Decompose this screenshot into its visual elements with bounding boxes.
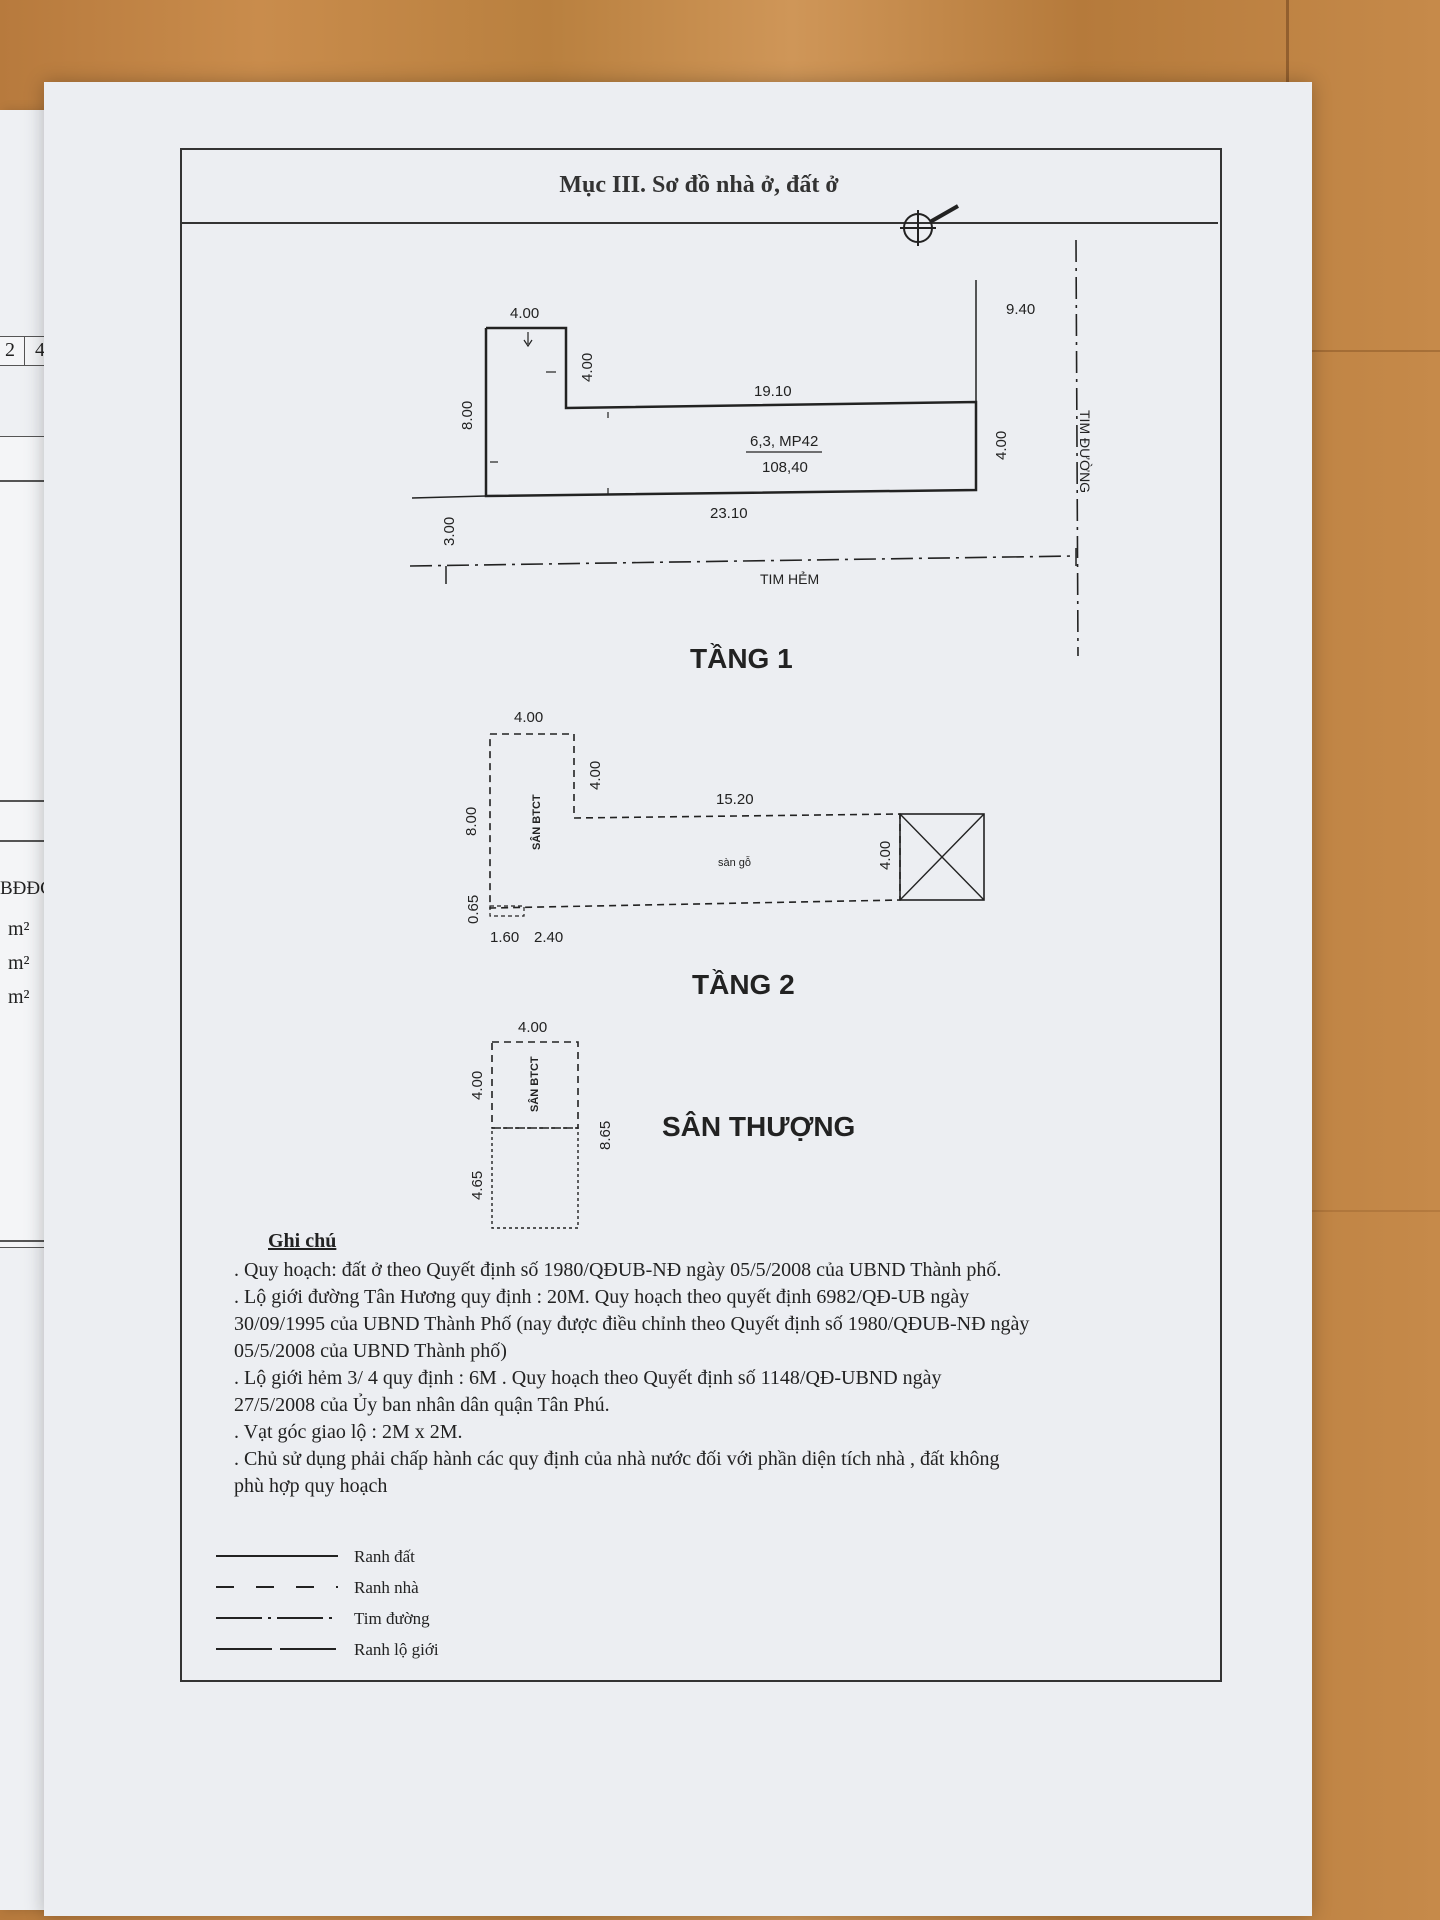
drawing-frame xyxy=(180,148,1222,1682)
note-line: . Vạt góc giao lộ : 2M x 2M. xyxy=(234,1421,463,1443)
slab-label: SÂN BTCT xyxy=(530,794,543,850)
roof-slab-outline xyxy=(491,1041,579,1129)
note-line: . Lộ giới hẻm 3/ 4 quy định : 6M . Quy h… xyxy=(234,1367,942,1389)
floor1-plan: 4.00 4.00 8.00 19.10 4.00 23.10 3.00 9.4… xyxy=(409,239,1093,674)
floor1-heading: TẦNG 1 xyxy=(690,643,793,674)
document-sheet xyxy=(44,82,1312,1916)
lot-label: 6,3, MP42 xyxy=(750,433,818,450)
table-rule xyxy=(0,480,56,482)
slab-label: SÂN BTCT xyxy=(528,1056,541,1112)
dim-bottom-length: 23.10 xyxy=(710,505,748,522)
dim-setback-hem: 3.00 xyxy=(441,517,458,546)
unit-label: m² xyxy=(8,952,30,974)
table-rule xyxy=(0,800,56,802)
dim-inner-length: 19.10 xyxy=(754,383,792,400)
legend: Ranh đất Ranh nhà Tim đường Ranh lộ giới xyxy=(216,1547,439,1659)
legend-label: Tim đường xyxy=(354,1609,430,1628)
dim-top-width: 4.00 xyxy=(518,1019,547,1036)
area-label: 108,40 xyxy=(762,459,808,476)
road-center-label: TIM ĐƯỜNG xyxy=(1077,410,1093,493)
dim-right-height: 4.00 xyxy=(877,841,894,870)
dim-top-width: 4.00 xyxy=(510,305,539,322)
roof-plan: 4.00 4.00 4.65 8.65 SÂN BTCT SÂN THƯỢNG xyxy=(469,1019,855,1229)
boundary-extension xyxy=(411,495,487,499)
unit-label: m² xyxy=(8,918,30,940)
dim-upper-height: 4.00 xyxy=(469,1071,486,1100)
small-ledge xyxy=(489,905,525,917)
table-rule xyxy=(0,840,56,842)
house-outline xyxy=(489,733,901,909)
dim-bottom-left: 1.60 xyxy=(490,929,519,946)
roof-heading: SÂN THƯỢNG xyxy=(662,1111,855,1142)
stair-box xyxy=(899,813,985,901)
dim-bottom-right: 2.40 xyxy=(534,929,563,946)
unit-label: m² xyxy=(8,986,30,1008)
dim-setback-road: 9.40 xyxy=(1006,301,1035,318)
notes-title: Ghi chú xyxy=(268,1230,337,1252)
dim-inner-length: 15.20 xyxy=(716,791,754,808)
title-row: Mục III. Sơ đồ nhà ở, đất ở xyxy=(180,148,1218,224)
legend-label: Ranh nhà xyxy=(354,1578,419,1597)
dim-top-width: 4.00 xyxy=(514,709,543,726)
dim-total-height: 8.65 xyxy=(597,1121,614,1150)
note-line: 05/5/2008 của UBND Thành phố) xyxy=(234,1340,507,1362)
dim-step-height: 4.00 xyxy=(579,353,596,382)
dim-left-height: 8.00 xyxy=(463,807,480,836)
dim-right-height: 4.00 xyxy=(993,431,1010,460)
road-centerline xyxy=(1075,239,1079,657)
note-line: phù hợp quy hoạch xyxy=(234,1475,388,1497)
notes-section: Ghi chú . Quy hoạch: đất ở theo Quyết đị… xyxy=(234,1228,1194,1500)
page-title: Mục III. Sơ đồ nhà ở, đất ở xyxy=(559,172,839,198)
table-rule xyxy=(0,1240,56,1242)
note-line: . Chủ sử dụng phải chấp hành các quy địn… xyxy=(234,1448,1000,1470)
page-number-cell: 2 xyxy=(0,336,26,366)
note-line: . Quy hoạch: đất ở theo Quyết định số 19… xyxy=(234,1259,1002,1281)
stair-cross xyxy=(899,813,985,901)
dim-step-height: 4.00 xyxy=(587,761,604,790)
note-line: . Lộ giới đường Tân Hương quy định : 20M… xyxy=(234,1286,970,1308)
dim-small-height: 0.65 xyxy=(465,895,482,924)
alley-centerline xyxy=(409,555,1077,567)
wood-floor-label: sàn gỗ xyxy=(718,856,751,869)
dim-arrow xyxy=(523,332,533,348)
north-arrow-icon xyxy=(900,204,959,246)
floor2-plan: 4.00 4.00 8.00 15.20 4.00 1.60 2.40 0.65… xyxy=(463,709,985,1000)
note-line: 30/09/1995 của UBND Thành Phố (nay được … xyxy=(234,1313,1030,1335)
note-line: 27/5/2008 của Ủy ban nhân dân quận Tân P… xyxy=(234,1394,610,1416)
dim-left-height: 8.00 xyxy=(459,401,476,430)
alley-center-label: TIM HẺM xyxy=(760,571,819,587)
roof-terrace-outline xyxy=(491,1127,579,1229)
legend-label: Ranh lộ giới xyxy=(354,1640,439,1659)
floor2-heading: TẦNG 2 xyxy=(692,969,795,1000)
lot-boundary xyxy=(484,326,978,498)
dim-lower-height: 4.65 xyxy=(469,1171,486,1200)
legend-label: Ranh đất xyxy=(354,1547,415,1566)
